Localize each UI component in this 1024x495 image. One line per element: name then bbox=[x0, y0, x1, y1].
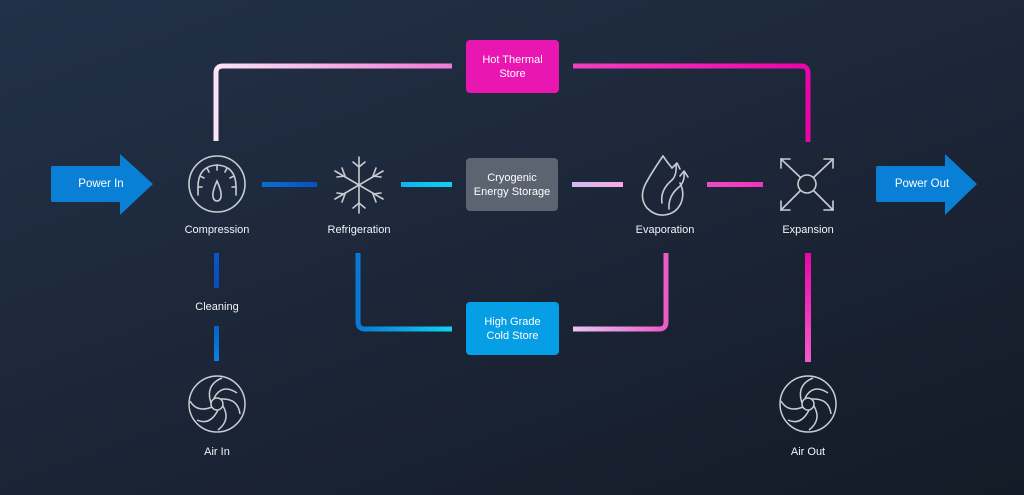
drop-heat-icon bbox=[641, 155, 689, 216]
cryo-store-line1: Cryogenic bbox=[487, 171, 537, 184]
hot-store-line2: Store bbox=[499, 67, 526, 80]
expand-arrows-icon bbox=[780, 158, 834, 211]
flow-line-compression-to-cleaning bbox=[214, 253, 219, 288]
flow-line-cleaning-to-air-in bbox=[214, 326, 219, 361]
gauge-icon bbox=[188, 155, 246, 213]
flow-line-cryo-to-evaporation bbox=[572, 182, 623, 187]
compression-label: Compression bbox=[184, 224, 250, 236]
air-in-label: Air In bbox=[204, 446, 230, 458]
air-out-label: Air Out bbox=[790, 446, 826, 458]
cold-store-line2: Cold Store bbox=[486, 329, 539, 342]
hot-thermal-store-box: Hot Thermal Store bbox=[466, 40, 559, 93]
flow-line-compression-to-refrigeration bbox=[262, 182, 317, 187]
flow-line-evaporation-to-expansion bbox=[707, 182, 763, 187]
cryogenic-energy-storage-box: Cryogenic Energy Storage bbox=[466, 158, 558, 211]
flow-line-expansion-to-air-out bbox=[805, 253, 811, 362]
snowflake-icon bbox=[334, 156, 384, 214]
cold-store-line1: High Grade bbox=[484, 315, 541, 328]
power-out-label: Power Out bbox=[894, 178, 950, 190]
refrigeration-label: Refrigeration bbox=[327, 224, 391, 236]
high-grade-cold-store-box: High Grade Cold Store bbox=[466, 302, 559, 355]
hot-store-line1: Hot Thermal bbox=[482, 53, 543, 66]
cryo-store-line2: Energy Storage bbox=[473, 185, 551, 198]
flow-line-refrigeration-to-cryo bbox=[401, 182, 452, 187]
flow-line-cold-store-to-evaporation bbox=[573, 253, 669, 332]
fan-icon-air-in bbox=[188, 375, 246, 433]
flow-line-refrigeration-to-cold-store bbox=[355, 253, 452, 332]
flow-line-hot-store-to-expansion bbox=[573, 63, 811, 142]
expansion-label: Expansion bbox=[782, 224, 834, 236]
power-out-arrow bbox=[876, 154, 977, 215]
fan-icon-air-out bbox=[779, 375, 837, 433]
power-in-label: Power In bbox=[78, 178, 124, 190]
flow-line-compression-to-hot-store bbox=[213, 63, 452, 141]
cleaning-label: Cleaning bbox=[195, 301, 239, 313]
evaporation-label: Evaporation bbox=[635, 224, 695, 236]
power-in-arrow bbox=[51, 154, 153, 215]
